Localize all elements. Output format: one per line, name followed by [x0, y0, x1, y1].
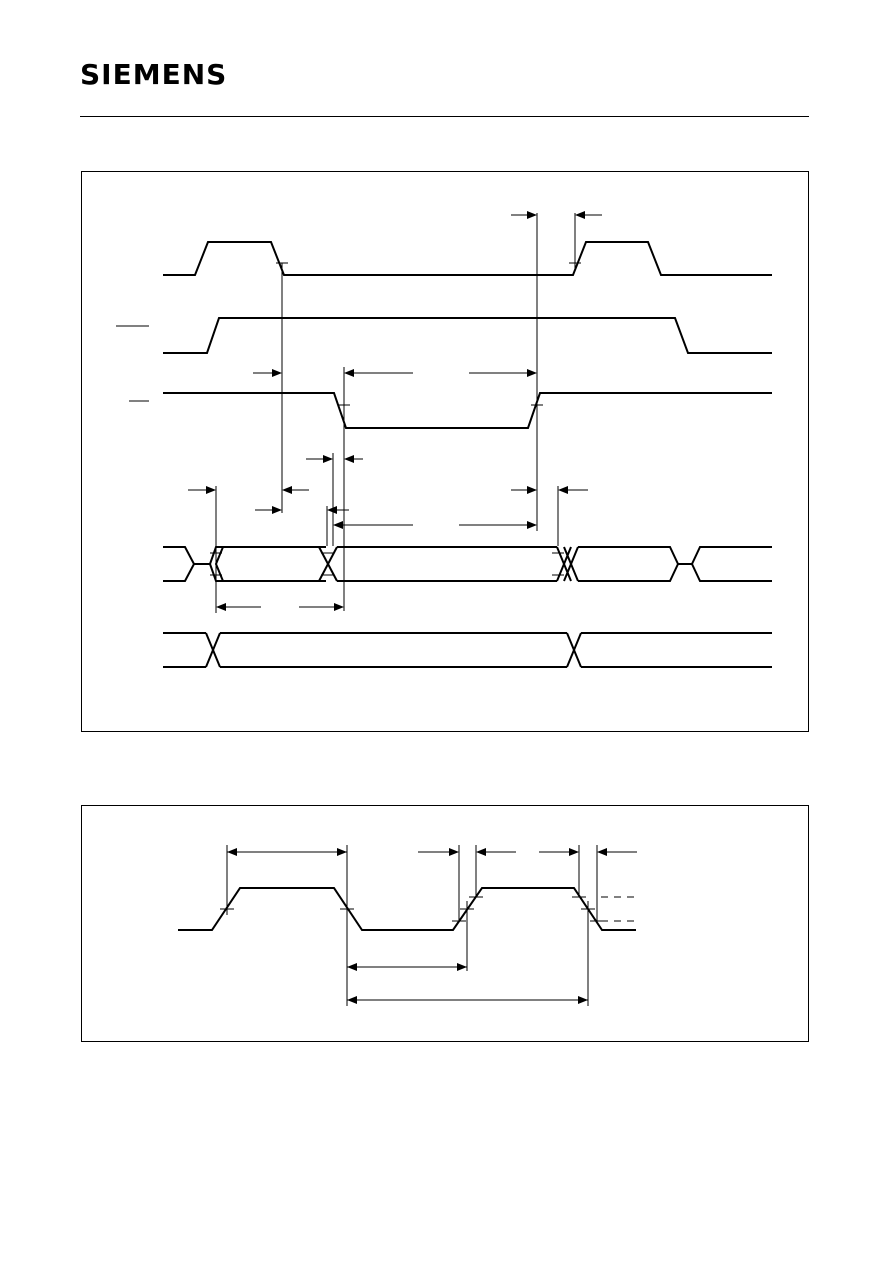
bus-timing-diagram — [81, 171, 809, 732]
timing-dimension-arrows — [188, 211, 602, 611]
waveform-data-bus — [163, 546, 772, 582]
bus-timing-svg — [116, 211, 772, 668]
reference-lines — [226, 845, 598, 1006]
waveform-strobe — [163, 241, 772, 276]
waveform-address-bus — [163, 632, 772, 668]
siemens-logo: SIEMENS — [80, 58, 228, 91]
timing-dimension-arrows — [227, 848, 637, 1004]
waveform-enable — [163, 317, 772, 354]
crossing-ticks — [210, 262, 581, 576]
waveform-clock — [178, 887, 636, 931]
reference-lines — [215, 213, 576, 613]
header-rule — [80, 116, 809, 117]
crossing-ticks — [220, 896, 604, 922]
clock-timing-svg — [178, 845, 637, 1006]
waveform-select — [163, 392, 772, 429]
clock-timing-diagram — [81, 805, 809, 1042]
